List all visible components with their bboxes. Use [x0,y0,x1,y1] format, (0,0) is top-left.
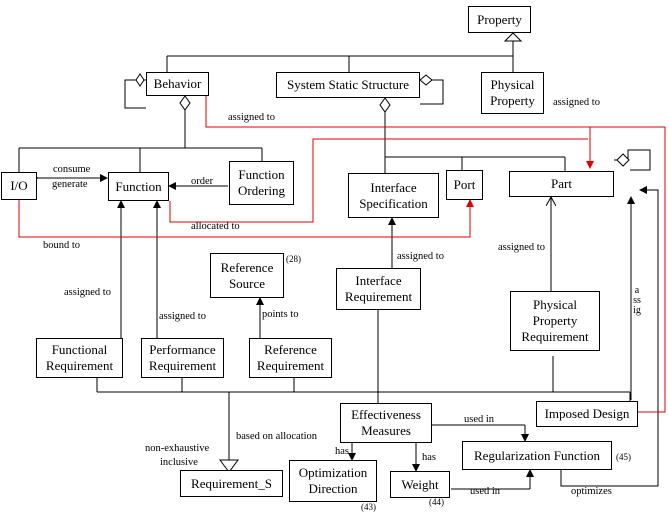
label-interface-assigned-to: assigned to [397,251,444,262]
functional-requirement-node[interactable]: Functional Requirement [36,338,123,378]
label-inclusive: inclusive [160,457,198,468]
port-node[interactable]: Port [446,170,483,200]
label-has-right: has [422,452,436,463]
label-used-in-bottom: used in [470,486,501,497]
imposed-design-node[interactable]: Imposed Design [536,401,638,427]
reference-requirement-node[interactable]: Reference Requirement [249,338,332,378]
label-consume: consume [53,164,91,175]
function-node[interactable]: Function [108,172,169,201]
label-points-to: points to [262,309,299,320]
part-node[interactable]: Part [509,171,614,197]
label-functional-assigned-to: assigned to [64,287,111,298]
interface-requirement-node[interactable]: Interface Requirement [336,268,421,310]
property-node[interactable]: Property [468,6,531,33]
label-physical-assigned-to: assigned to [553,97,600,108]
label-used-in-top: used in [464,414,495,425]
label-part-assigned-to: assigned to [498,242,545,253]
ref-number-weight: (44) [429,497,444,507]
label-behavior-assigned-to: assigned to [228,112,275,123]
function-ordering-node[interactable]: Function Ordering [229,161,294,205]
label-non-exhaustive: non-exhaustive [145,443,210,454]
label-order: order [191,176,214,187]
label-bound-to: bound to [43,240,81,251]
ref-number-optimization-direction: (43) [361,502,376,512]
label-generate: generate [52,179,88,190]
label-allocated-to: allocated to [191,221,240,232]
label-assig-vertical: assig [633,285,641,316]
physical-property-requirement-node[interactable]: Physical Property Requirement [510,291,600,351]
optimization-direction-node[interactable]: Optimization Direction [289,460,377,502]
label-has-left: has [335,446,349,457]
ref-number-regularization-function: (45) [616,452,631,462]
performance-requirement-node[interactable]: Performance Requirement [141,338,224,378]
reference-source-node[interactable]: Reference Source [210,253,284,298]
ref-number-reference-source: (28) [286,254,301,264]
effectiveness-measures-node[interactable]: Effectiveness Measures [340,403,432,443]
label-optimizes: optimizes [571,486,612,497]
label-based-on-allocation: based on allocation [236,431,318,442]
system-static-structure-node[interactable]: System Static Structure [276,72,420,98]
physical-property-node[interactable]: Physical Property [481,72,544,114]
io-node[interactable]: I/O [1,172,37,200]
interface-specification-node[interactable]: Interface Specification [348,173,439,218]
behavior-node[interactable]: Behavior [146,72,209,96]
requirement-s-node[interactable]: Requirement_S [180,470,283,497]
label-performance-assigned-to: assigned to [159,311,206,322]
regularization-function-node[interactable]: Regularization Function [462,441,612,470]
weight-node[interactable]: Weight [390,471,450,498]
